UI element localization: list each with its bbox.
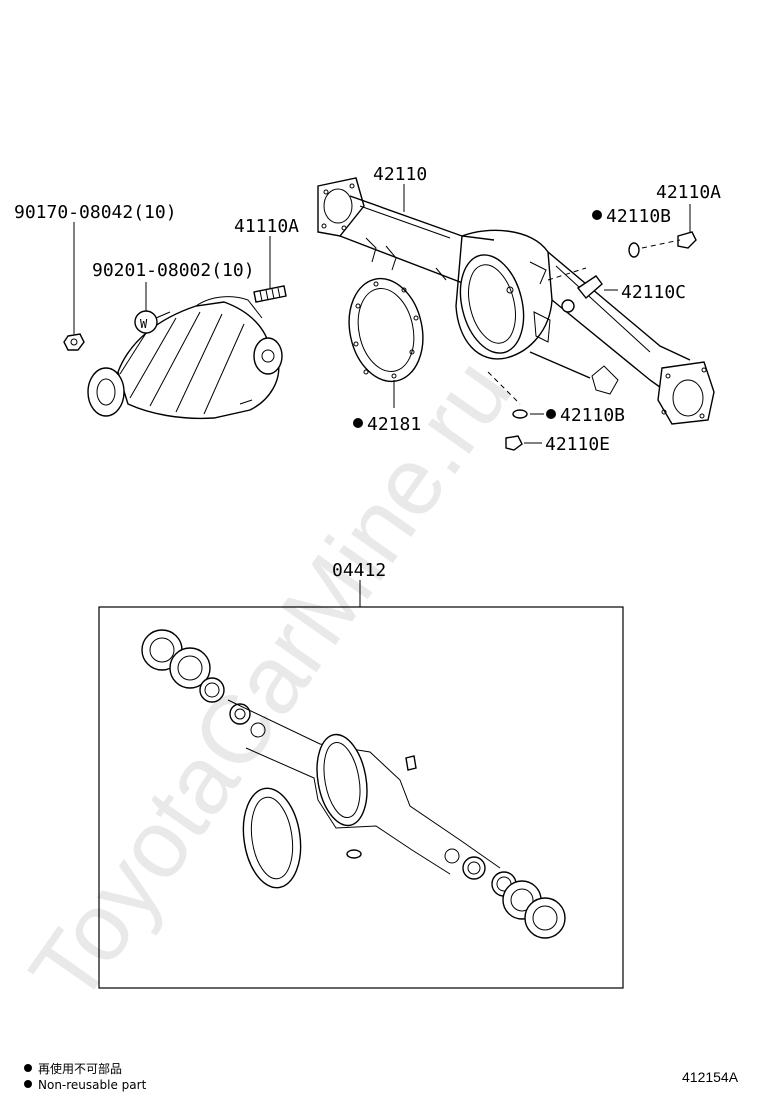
nut-90170 [63,333,85,351]
label-90201-08002: 90201-08002(10) [92,260,255,281]
differential-carrier [87,296,283,420]
breather-42110C [561,275,603,313]
label-42110A: 42110A [656,182,721,203]
label-42110B-bottom: 42110B [560,405,625,426]
gasket-kit-04412 [141,629,566,939]
washer-90201: W [134,310,158,334]
leader-lines [73,184,691,607]
non-reusable-mark-42181 [353,418,363,428]
gasket-42181 [348,277,424,383]
plug-42110A [677,231,697,249]
washer-mark: W [140,317,148,331]
watermark: ToyotaCarMine.ru [10,340,532,1022]
diagram-code: 412154A [682,1069,739,1085]
legend-english: Non-reusable part [38,1078,147,1092]
label-42110: 42110 [373,164,427,185]
non-reusable-mark-42110B-bottom [546,409,556,419]
stud-41110A [253,285,287,303]
label-42110E: 42110E [545,434,610,455]
legend-japanese: 再使用不可部品 [38,1061,122,1076]
axle-housing [317,177,715,425]
legend-bullet-japanese [24,1064,32,1072]
label-90170-08042: 90170-08042(10) [14,202,177,223]
non-reusable-mark-42110B-top [592,210,602,220]
gasket-kit-frame [98,606,624,989]
gasket-42110B-bottom [512,409,528,419]
gasket-42110B-top [628,242,640,258]
label-42110B-top: 42110B [606,206,671,227]
label-42181: 42181 [367,414,421,435]
plug-42110E [505,435,523,451]
legend-bullet-english [24,1080,32,1088]
label-42110C: 42110C [621,282,686,303]
label-41110A: 41110A [234,216,299,237]
label-04412: 04412 [332,560,386,581]
